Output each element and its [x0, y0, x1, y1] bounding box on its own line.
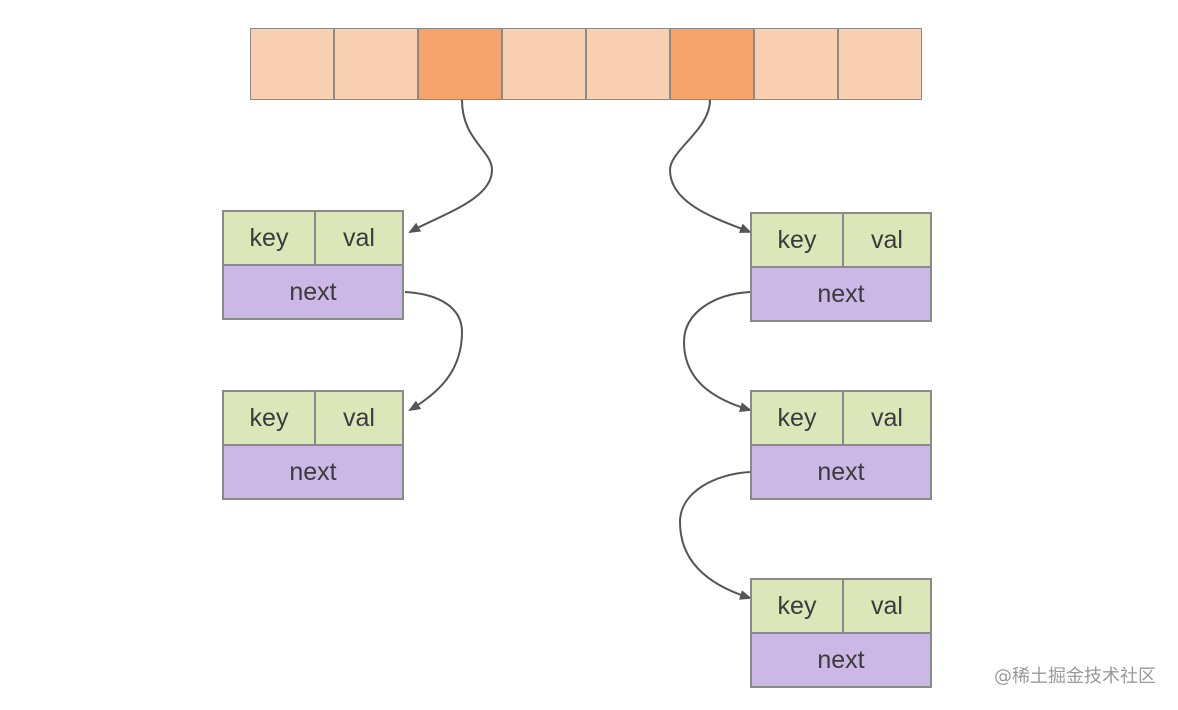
node-next: next — [224, 266, 402, 318]
node-key: key — [224, 392, 316, 444]
node-next: next — [752, 446, 930, 498]
node-next: next — [224, 446, 402, 498]
list-node-2: key val next — [750, 212, 932, 322]
bucket-slot-3 — [503, 29, 587, 99]
bucket-slot-2 — [419, 29, 503, 99]
node-next: next — [752, 268, 930, 320]
bucket-slot-6 — [755, 29, 839, 99]
arrow-slot2-to-node0 — [408, 99, 494, 233]
node-val: val — [316, 392, 402, 444]
arrow-slot5-to-node2 — [668, 99, 752, 233]
bucket-slot-0 — [251, 29, 335, 99]
node-key: key — [752, 392, 844, 444]
bucket-slot-7 — [839, 29, 921, 99]
node-val: val — [844, 214, 930, 266]
node-key: key — [752, 580, 844, 632]
bucket-slot-1 — [335, 29, 419, 99]
node-key: key — [224, 212, 316, 264]
arrow-node3-to-node4 — [678, 471, 752, 600]
watermark: @稀土掘金技术社区 — [994, 666, 1156, 687]
list-node-1: key val next — [222, 390, 404, 500]
node-val: val — [844, 392, 930, 444]
arrow-node0-to-node1 — [404, 291, 464, 412]
bucket-array — [250, 28, 922, 100]
node-next: next — [752, 634, 930, 686]
arrow-node2-to-node3 — [682, 291, 752, 412]
bucket-slot-5 — [671, 29, 755, 99]
bucket-slot-4 — [587, 29, 671, 99]
node-val: val — [844, 580, 930, 632]
node-key: key — [752, 214, 844, 266]
list-node-4: key val next — [750, 578, 932, 688]
list-node-0: key val next — [222, 210, 404, 320]
list-node-3: key val next — [750, 390, 932, 500]
node-val: val — [316, 212, 402, 264]
